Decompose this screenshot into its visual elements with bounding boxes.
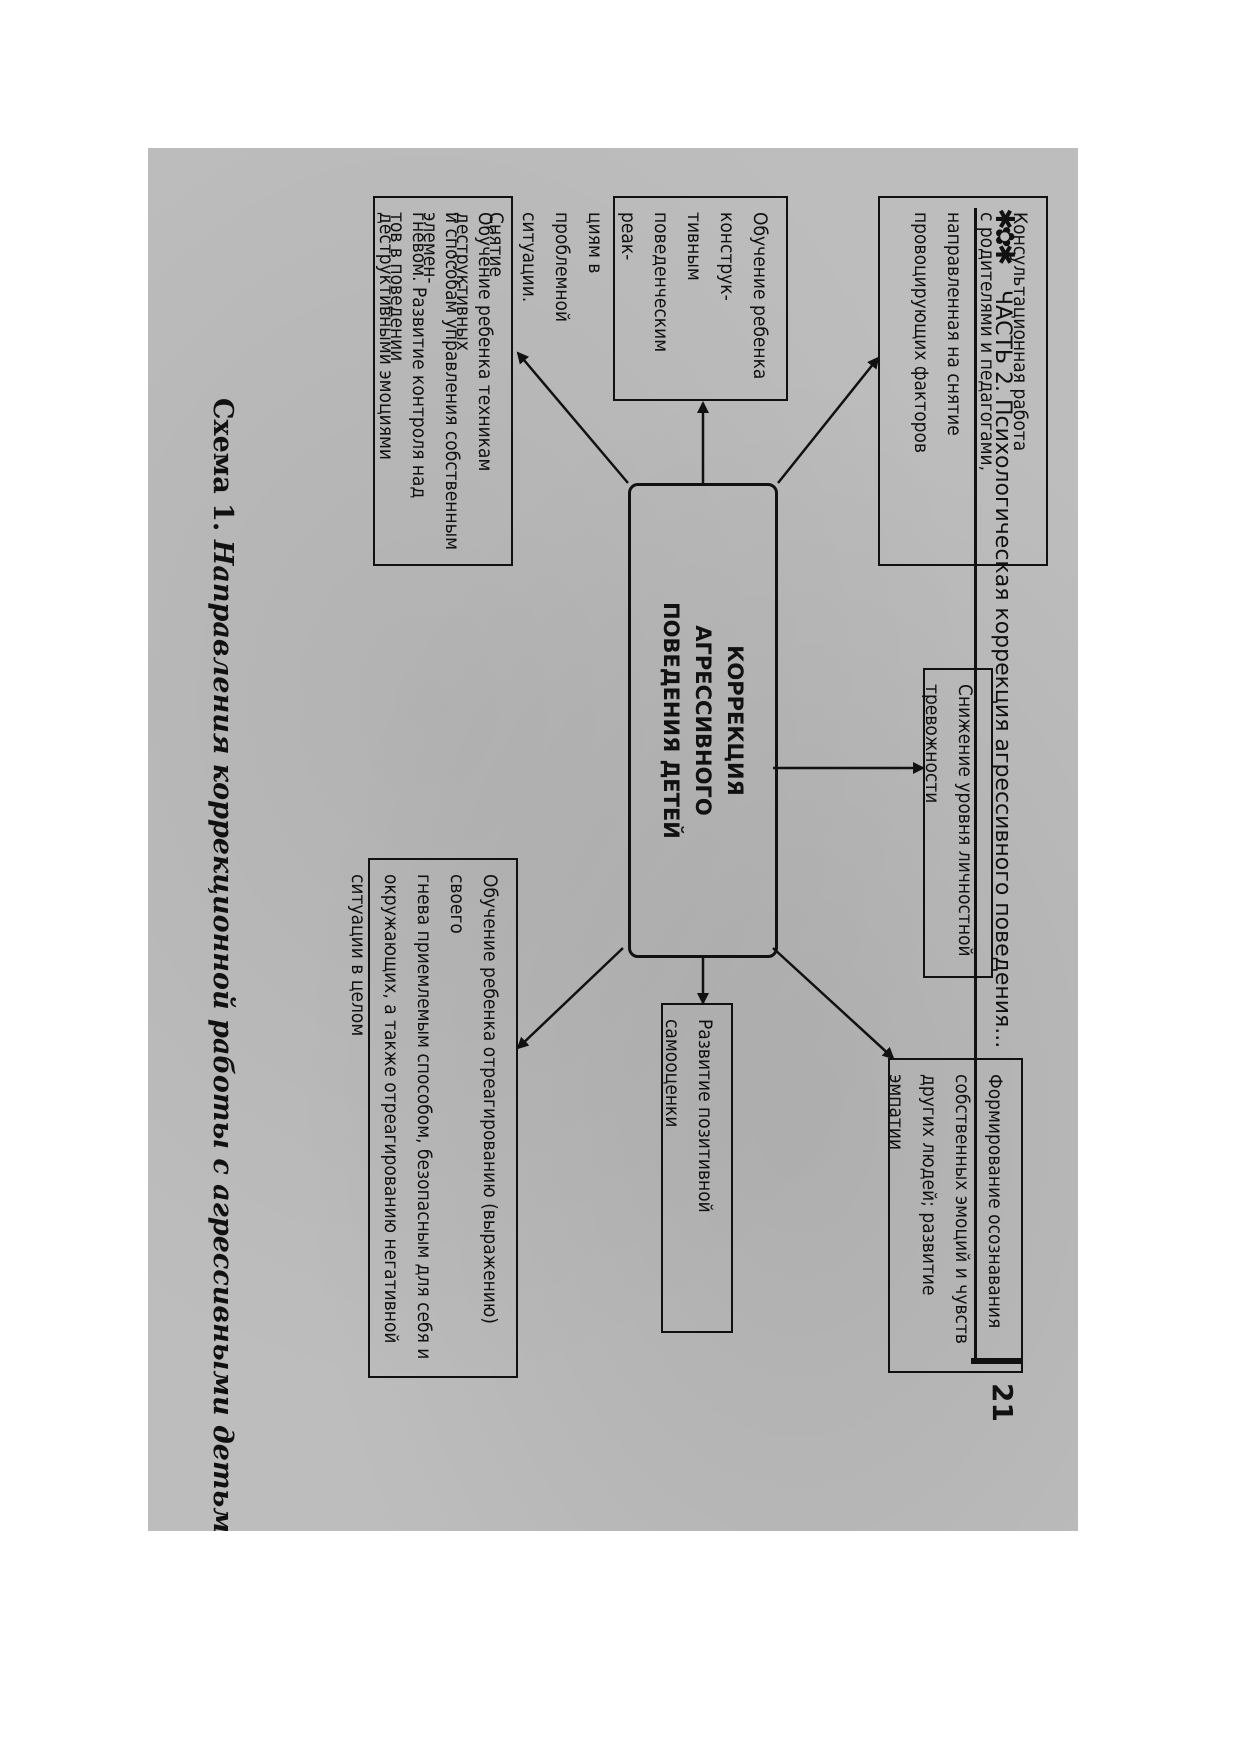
top-center-line-2: тревожности [921, 684, 943, 804]
middle-left-line-1: Обучение ребенка конструк- [716, 212, 771, 380]
top-right-line-1: Формирование осознавания [984, 1074, 1006, 1329]
center-line-2: АГРЕССИВНОГО [691, 625, 715, 816]
middle-left-line-3: циям в проблемной ситуации. [518, 212, 606, 323]
top-center-line-1: Снижение уровня личностной [954, 684, 976, 957]
center-line-1: КОРРЕКЦИЯ [723, 645, 747, 796]
bottom-left-line-1: Обучение ребенка техникам [474, 212, 496, 472]
top-left-line-1: Консультационная работа [1009, 212, 1031, 452]
top-right-line-3: других людей; развитие [918, 1074, 940, 1296]
middle-right-line-1: Развитие позитивной [694, 1019, 716, 1213]
center-box: КОРРЕКЦИЯ АГРЕССИВНОГО ПОВЕДЕНИЯ ДЕТЕЙ [628, 483, 778, 958]
box-top-right: Формирование осознавания собственных эмо… [885, 1058, 1023, 1373]
top-left-line-4: провоцирующих факторов [910, 212, 932, 454]
box-middle-right: Развитие позитивной самооценки [661, 1003, 733, 1333]
arrow-to-bottom-right [516, 947, 624, 1050]
box-top-left: Консультационная работа с родителями и п… [878, 196, 1048, 566]
top-right-line-4: эмпатии [885, 1074, 907, 1151]
bottom-left-line-2: и способам управления собственным [441, 212, 463, 550]
top-right-line-2: собственных эмоций и чувств [951, 1074, 973, 1344]
bottom-left-line-3: гневом. Развитие контроля над [408, 212, 430, 499]
bottom-right-line-4: ситуации в целом [347, 874, 369, 1037]
bottom-right-line-3: окружающих, а также отреагированию негат… [380, 874, 402, 1344]
middle-left-line-2: тивным поведенческим реак- [617, 212, 705, 353]
bottom-right-line-1: Обучение ребенка отреагированию (выражен… [446, 874, 501, 1324]
box-bottom-left: Обучение ребенка техникам и способам упр… [373, 196, 513, 566]
middle-right-line-2: самооценки [661, 1019, 683, 1128]
box-middle-left: Обучение ребенка конструк- тивным поведе… [386, 196, 788, 401]
figure-caption: Схема 1. Направления коррекционной работ… [207, 398, 238, 1531]
diagram-arrows [516, 351, 925, 1060]
center-line-3: ПОВЕДЕНИЯ ДЕТЕЙ [659, 602, 683, 839]
arrow-to-top-right [772, 947, 895, 1060]
box-bottom-right: Обучение ребенка отреагированию (выражен… [347, 858, 518, 1378]
top-left-line-3: направленная на снятие [943, 212, 965, 436]
arrow-to-bottom-left [516, 351, 629, 484]
top-left-line-2: с родителями и педагогами, [976, 212, 998, 472]
scanned-page: ✱✿✱ ЧАСТЬ 2. Психологическая коррекция а… [148, 148, 1078, 1531]
caption-title: Направления коррекционной работы с агрес… [207, 539, 238, 1531]
rotated-content: ✱✿✱ ЧАСТЬ 2. Психологическая коррекция а… [148, 148, 1078, 1531]
caption-number: Схема 1. [207, 398, 238, 532]
box-top-center: Снижение уровня личностной тревожности [921, 668, 993, 978]
arrow-to-top-left [777, 356, 880, 484]
bottom-right-line-2: гнева приемлемым способом, безопасным дл… [413, 874, 435, 1360]
bottom-left-line-4: деструктивными эмоциями [375, 212, 397, 460]
